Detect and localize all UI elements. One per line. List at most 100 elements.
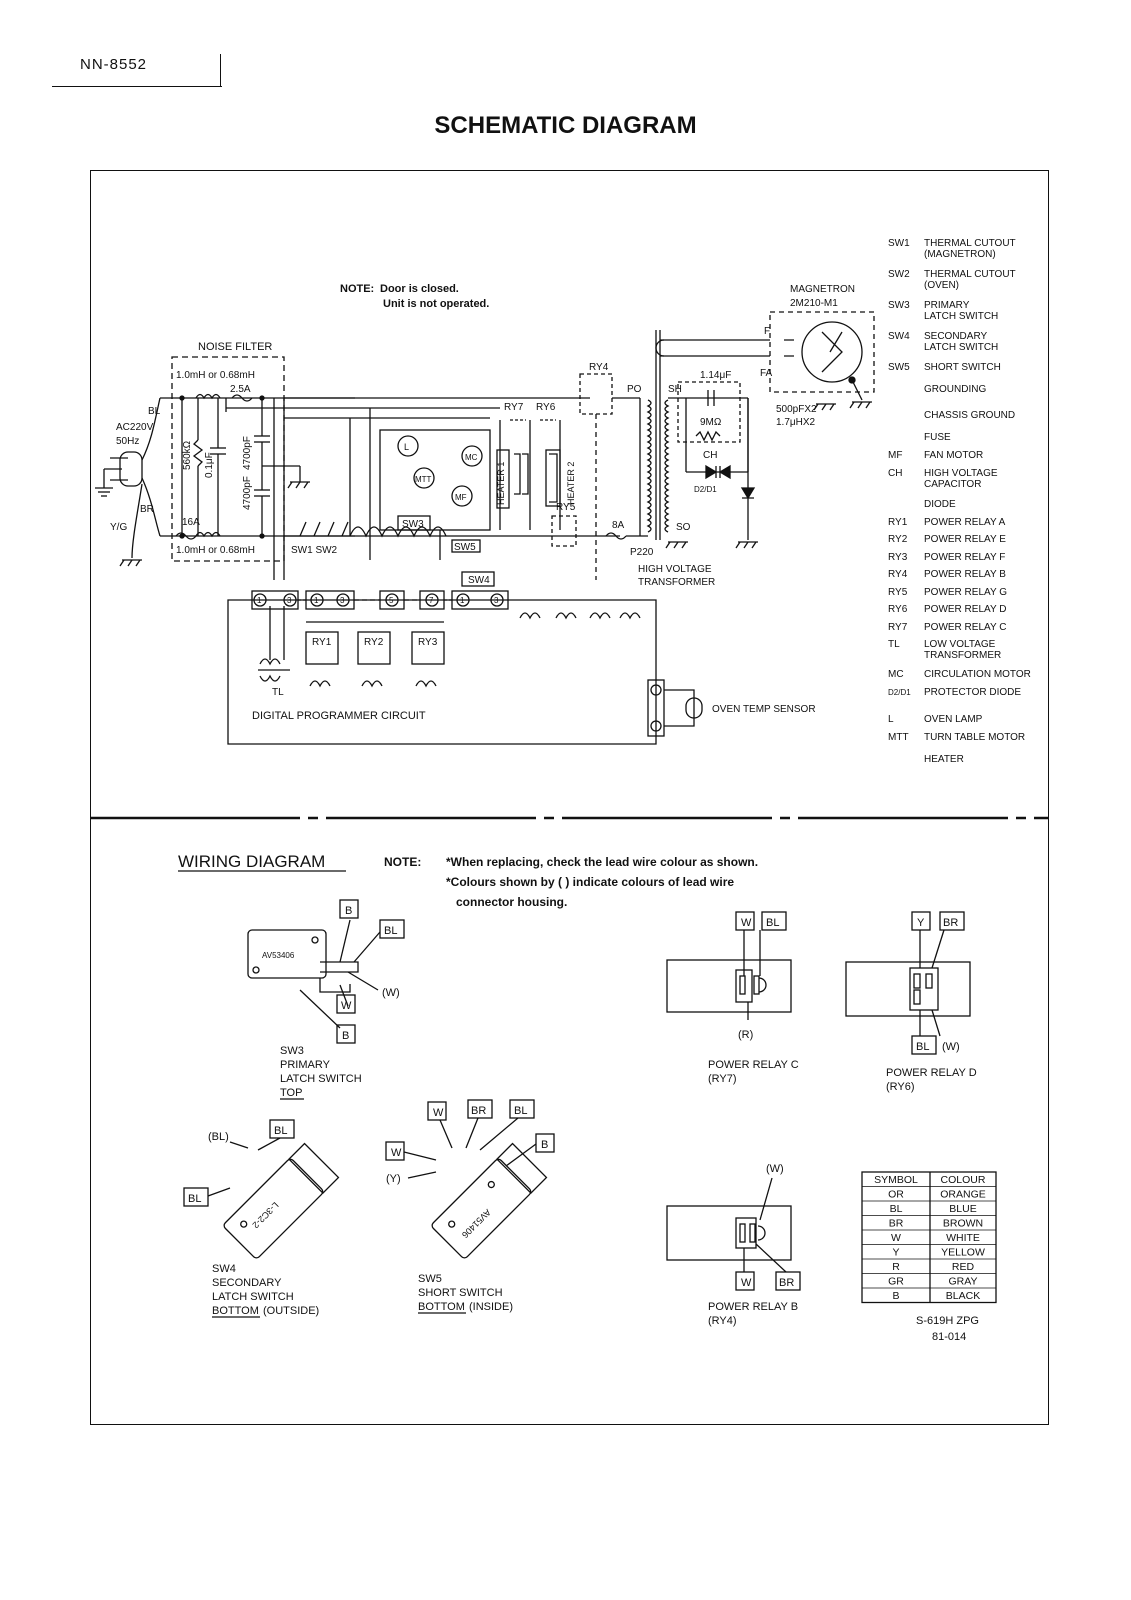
colour-table-symbol: OR: [888, 1189, 904, 1201]
sw1-sw2-switches: [299, 521, 349, 537]
filter-chassis-ground-icon: [287, 481, 310, 489]
colour-table-colour: YELLOW: [941, 1247, 985, 1259]
sw5-w2: W: [391, 1147, 402, 1159]
sw5-caption-2: SHORT SWITCH: [418, 1287, 503, 1299]
legend-desc-line2: LATCH SWITCH: [924, 342, 998, 353]
sw5-br: BR: [471, 1105, 486, 1117]
inductor-bottom: [195, 531, 221, 538]
sw5-short-switch: W BR BL B W (Y) AV51406 SW5 SHORT SWITCH…: [385, 1099, 555, 1314]
legend-row: DIODE: [924, 499, 956, 510]
ryd-y: Y: [917, 917, 925, 929]
sw5-caption-3a: BOTTOM: [418, 1301, 465, 1313]
legend-symbol: MC: [888, 669, 904, 680]
note-unit: Unit is not operated.: [383, 298, 489, 310]
sh-label: SH: [668, 384, 682, 395]
oven-temp-label: OVEN TEMP SENSOR: [712, 704, 816, 715]
colour-table-colour: BROWN: [943, 1218, 983, 1230]
legend-desc: CIRCULATION MOTOR: [924, 669, 1031, 680]
ry6-label: RY6: [536, 402, 556, 413]
legend-symbol: RY4: [888, 569, 908, 580]
ryb-br: BR: [779, 1277, 794, 1289]
inductor-top-label: 1.0mH or 0.68mH: [176, 370, 255, 381]
note-door: Door is closed.: [380, 283, 459, 295]
diagram-frame: [90, 170, 1049, 1425]
sw3-pw: (W): [382, 987, 400, 999]
legend-symbol: SW5: [888, 362, 910, 373]
hvt-label-1: HIGH VOLTAGE: [638, 564, 712, 575]
ry1-label: RY1: [312, 637, 332, 648]
colour-table-symbol: GR: [888, 1276, 904, 1288]
legend-desc: FUSE: [924, 432, 951, 443]
inductor-top: [195, 393, 221, 400]
dpc-label: DIGITAL PROGRAMMER CIRCUIT: [252, 710, 426, 722]
legend-symbol: RY2: [888, 534, 908, 545]
sw3-caption-3: LATCH SWITCH: [280, 1073, 362, 1085]
fan-motor: [451, 485, 473, 507]
colour-table-colour: RED: [952, 1261, 975, 1273]
colour-table-colour: GRAY: [949, 1276, 978, 1288]
sw4-label: SW4: [468, 575, 490, 586]
legend-symbol: RY7: [888, 622, 908, 633]
hv-cap-label: 1.14μF: [700, 370, 731, 381]
fuse-bottom-icon: [175, 532, 197, 540]
power-relay-d: Y BR BL (W) POWER RELAY D (RY6): [845, 911, 977, 1093]
legend-desc: THERMAL CUTOUT: [924, 269, 1016, 280]
sw4-caption-4b: (OUTSIDE): [263, 1305, 319, 1317]
ryb-caption-1: POWER RELAY B: [708, 1301, 798, 1313]
mtt-label: MTT: [415, 475, 432, 484]
legend-symbol: RY6: [888, 604, 908, 615]
terminal-3b: 3: [340, 596, 345, 605]
wiring-note-1: *When replacing, check the lead wire col…: [446, 855, 758, 869]
legend-symbol: D2/D1: [888, 688, 911, 697]
noise-filter: NOISE FILTER 1.0mH or 0.68mH 1.0mH or 0.…: [160, 341, 355, 562]
sw5-caption-1: SW5: [418, 1273, 442, 1285]
legend-desc: HEATER: [924, 754, 964, 765]
colour-table-symbol: W: [891, 1232, 901, 1244]
legend-symbol: TL: [888, 639, 900, 650]
mc-label: MC: [465, 453, 478, 462]
legend-desc: CHASSIS GROUND: [924, 410, 1015, 421]
fuse-8a-icon: [605, 532, 627, 540]
doc-code-2: 81-014: [932, 1331, 966, 1343]
ryc-pr: (R): [738, 1029, 753, 1041]
d2d1-label: D2/D1: [694, 485, 717, 494]
sw5-b: B: [541, 1139, 548, 1151]
mf-label: MF: [455, 493, 467, 502]
legend-desc-line2: TRANSFORMER: [924, 650, 1001, 661]
terminal-7: 7: [429, 596, 434, 605]
legend-row: RY5 POWER RELAY G: [888, 587, 1007, 598]
colour-table-symbol: Y: [892, 1247, 899, 1259]
legend-row: HEATER: [924, 754, 964, 765]
legend-symbol: RY1: [888, 517, 908, 528]
fuse-top-icon: [231, 394, 253, 402]
legend-desc: POWER RELAY G: [924, 587, 1007, 598]
note-label: NOTE:: [340, 283, 374, 295]
legend-desc: PRIMARY: [924, 300, 970, 311]
sw4-caption-4a: BOTTOM: [212, 1305, 259, 1317]
legend-symbol: SW2: [888, 269, 910, 280]
sw3-primary-latch-switch: AV53406 B BL (W) W B SW3 PRIMARY LATCH S…: [247, 899, 405, 1100]
sw4-secondary-latch-switch: (BL) BL BL L-3C2-2 SW4 SECONDARY LATCH S…: [183, 1119, 340, 1318]
ryc-w: W: [741, 917, 752, 929]
sw5-w1: W: [433, 1107, 444, 1119]
ry5-label: RY5: [556, 502, 576, 513]
legend-symbol: RY5: [888, 587, 908, 598]
model-number: NN-8552: [80, 56, 148, 73]
ac-freq-label: 50Hz: [116, 436, 139, 447]
legend-desc: POWER RELAY C: [924, 622, 1006, 633]
heater2-label: HEATER 2: [566, 462, 576, 505]
br-label: BR: [140, 504, 154, 515]
legend-desc: PROTECTOR DIODE: [924, 687, 1021, 698]
colour-table-symbol: BL: [890, 1203, 903, 1215]
legend-desc: OVEN LAMP: [924, 714, 983, 725]
legend-row: CHASSIS GROUND: [924, 410, 1015, 421]
ryb-w: W: [741, 1277, 752, 1289]
terminal-1c: 1: [460, 596, 465, 605]
